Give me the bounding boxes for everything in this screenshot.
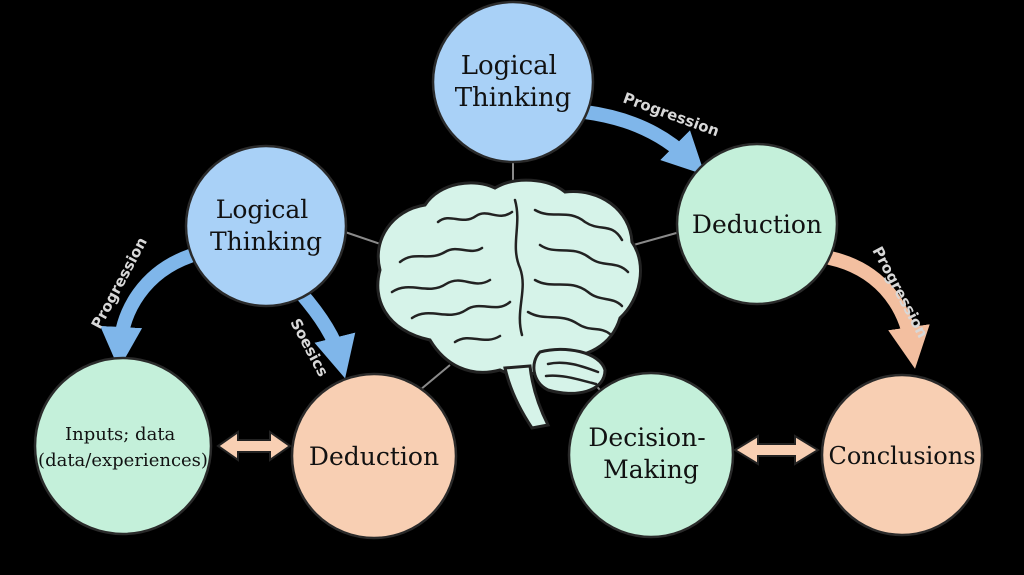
node-label-line-2: Making (603, 455, 699, 484)
node-label: Deduction (692, 210, 822, 239)
brain-folds (390, 198, 630, 386)
node-top-logical-thinking: Logical Thinking (431, 0, 595, 164)
progression-arrow-top-right: Progression (578, 89, 722, 175)
node-label: Logical Thinking (210, 195, 322, 256)
progression-arrow-right-conclusions: Progression (823, 243, 932, 369)
node-label: Logical Thinking (455, 51, 572, 113)
node-label: Conclusions (828, 442, 975, 470)
node-label: Decision- Making (588, 423, 713, 484)
node-circle (33, 356, 213, 536)
brain-cerebrum (376, 178, 642, 377)
brain-stem (503, 364, 551, 430)
node-label-line-1: Decision- (588, 423, 705, 452)
brain-illustration (376, 178, 642, 430)
node-left-deduction: Deduction (290, 372, 458, 540)
node-circle (675, 142, 839, 306)
node-label-line-1: Inputs; data (65, 424, 176, 445)
node-circle (567, 371, 735, 539)
double-arrow-inputs-deduction (216, 430, 292, 462)
node-label: Inputs; data (data/experiences) (38, 424, 208, 471)
node-circle (820, 373, 984, 537)
connector-right (629, 231, 681, 247)
progression-arrow-left-inputs: Progression (88, 234, 197, 369)
node-circle (184, 144, 348, 308)
arrow-label-top-right: Progression (621, 89, 722, 140)
double-arrow-decision-conclusions (733, 434, 820, 466)
node-left-logical-thinking: Logical Thinking (184, 144, 348, 308)
node-label-line-1: Logical (216, 195, 309, 224)
node-label-line-1: Logical (461, 51, 557, 81)
node-conclusions: Conclusions (820, 373, 984, 537)
arrow-left-deduction: Soesics (286, 285, 356, 380)
node-label-line-2: Thinking (455, 83, 572, 113)
node-right-deduction: Deduction (675, 142, 839, 306)
node-label: Deduction (309, 442, 439, 471)
connector-deduction (419, 364, 451, 391)
node-inputs-data: Inputs; data (data/experiences) (33, 356, 213, 536)
node-label-line-2: Thinking (210, 227, 322, 256)
node-decision-making: Decision- Making (567, 371, 735, 539)
node-circle (431, 0, 595, 164)
node-circle (290, 372, 458, 540)
node-label-line-2: (data/experiences) (38, 450, 208, 471)
